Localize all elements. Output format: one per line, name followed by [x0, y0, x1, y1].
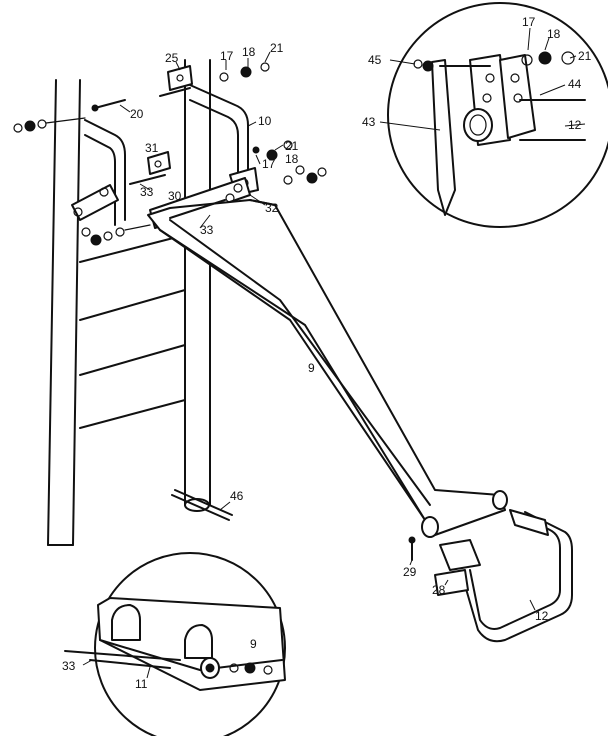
label-21-mid: 21: [285, 139, 299, 153]
label-12-exit: 12: [535, 609, 549, 623]
label-18-mid: 18: [285, 152, 299, 166]
right-leg-post: [184, 59, 211, 512]
label-30: 30: [168, 189, 182, 203]
label-46: 46: [230, 489, 244, 503]
hardware-top-right: [159, 62, 270, 97]
label-18-detail: 18: [547, 27, 561, 41]
label-17-mid: 17: [262, 157, 276, 171]
bracket-31: [147, 151, 171, 175]
label-33-mid: 33: [200, 223, 214, 237]
label-45: 45: [368, 53, 382, 67]
hardware-20: [91, 99, 126, 112]
label-28: 28: [432, 583, 446, 597]
part-labels: 25 17 18 21 20 10 31 21 18 17 33 30 32 3…: [62, 15, 592, 691]
label-17-detail: 17: [522, 15, 536, 29]
cap-25: [167, 65, 193, 91]
leader-lines: [82, 27, 586, 679]
label-29: 29: [403, 565, 417, 579]
right-handle-10: [189, 84, 259, 196]
left-handle-bracket: [71, 119, 126, 226]
label-21-top: 21: [270, 41, 284, 55]
hardware-left-bolt: [13, 117, 86, 133]
label-9-slide: 9: [308, 361, 315, 375]
label-33-detail: 33: [62, 659, 76, 673]
ground-stake-46: [171, 489, 233, 521]
label-10: 10: [258, 114, 272, 128]
detail-circle-top: [387, 2, 608, 228]
detail-circle-bottom: [64, 552, 286, 736]
label-33-upper: 33: [140, 185, 154, 199]
label-31: 31: [145, 141, 159, 155]
slide-bed-9: [147, 199, 508, 538]
hardware-mid-right: [252, 140, 327, 185]
hardware-lower-left: [81, 224, 151, 246]
label-21-detail: 21: [578, 49, 592, 63]
hardware-33: [129, 174, 235, 219]
label-9-detail: 9: [250, 637, 257, 651]
left-leg-post: [47, 79, 81, 546]
label-17-top: 17: [220, 49, 234, 63]
label-32: 32: [265, 201, 279, 215]
label-25: 25: [165, 51, 179, 65]
label-18-top: 18: [242, 45, 256, 59]
label-44: 44: [568, 77, 582, 91]
label-12-detail: 12: [568, 118, 582, 132]
exit-support-12: [434, 509, 573, 643]
ladder-rung-frame: [79, 234, 186, 429]
label-20: 20: [130, 107, 144, 121]
label-11: 11: [135, 677, 148, 691]
label-43: 43: [362, 115, 376, 129]
bolt-29: [408, 536, 416, 561]
